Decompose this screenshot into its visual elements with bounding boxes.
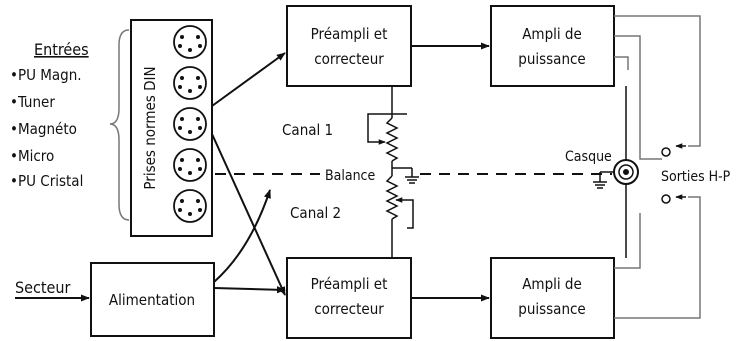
channel-1-label: Canal 1 bbox=[282, 121, 333, 139]
amp-bottom-line2: puissance bbox=[518, 300, 586, 318]
headphone-jack-icon bbox=[593, 86, 639, 258]
speaker-outputs-label: Sorties H-P bbox=[661, 169, 731, 185]
amp-top-line1: Ampli de bbox=[522, 25, 582, 43]
inputs-heading: Entrées bbox=[34, 40, 89, 59]
mains-label: Secteur bbox=[15, 278, 71, 297]
amp-bottom-line1: Ampli de bbox=[522, 275, 582, 293]
channel-2-label: Canal 2 bbox=[290, 204, 341, 222]
volume-potentiometers bbox=[367, 86, 419, 258]
arrow-power-to-preamp-bottom bbox=[213, 286, 286, 294]
headphones-label: Casque bbox=[565, 149, 612, 165]
amp-top-box bbox=[490, 5, 615, 87]
preamp-bottom-line2: correcteur bbox=[314, 300, 384, 318]
speaker-wiring bbox=[614, 15, 701, 319]
din-socket-icon bbox=[173, 107, 207, 141]
arrow-din-to-preamp-bottom bbox=[211, 133, 286, 296]
amp-top-line2: puissance bbox=[518, 50, 586, 68]
inputs-list: •PU Magn. •Tuner •Magnéto •Micro •PU Cri… bbox=[10, 66, 83, 190]
din-sockets bbox=[173, 25, 207, 223]
amp-bottom-box bbox=[490, 257, 615, 339]
din-socket-icon bbox=[173, 148, 207, 182]
arrow-power-to-din bbox=[213, 189, 271, 283]
din-socket-icon bbox=[173, 189, 207, 223]
input-item-micro: •Micro bbox=[10, 147, 54, 165]
din-socket-icon bbox=[173, 66, 207, 100]
din-socket-icon bbox=[173, 25, 207, 59]
preamp-bottom-line1: Préampli et bbox=[311, 275, 388, 293]
input-item-magneto: •Magnéto bbox=[10, 120, 77, 138]
balance-label: Balance bbox=[325, 168, 375, 184]
input-item-pu-magn: •PU Magn. bbox=[10, 66, 82, 84]
power-supply-label: Alimentation bbox=[109, 291, 195, 309]
input-item-tuner: •Tuner bbox=[10, 93, 55, 111]
input-item-pu-cristal: •PU Cristal bbox=[10, 172, 83, 190]
preamp-top-line1: Préampli et bbox=[311, 25, 388, 43]
arrow-din-to-preamp-top bbox=[211, 52, 286, 107]
preamp-top-box bbox=[286, 5, 412, 87]
inputs-brace bbox=[109, 29, 130, 221]
power-supply-box bbox=[90, 262, 215, 337]
preamp-bottom-box bbox=[286, 257, 412, 339]
din-label: Prises normes DIN bbox=[141, 66, 159, 189]
preamp-top-line2: correcteur bbox=[314, 50, 384, 68]
speaker-output-terminals bbox=[661, 143, 686, 204]
